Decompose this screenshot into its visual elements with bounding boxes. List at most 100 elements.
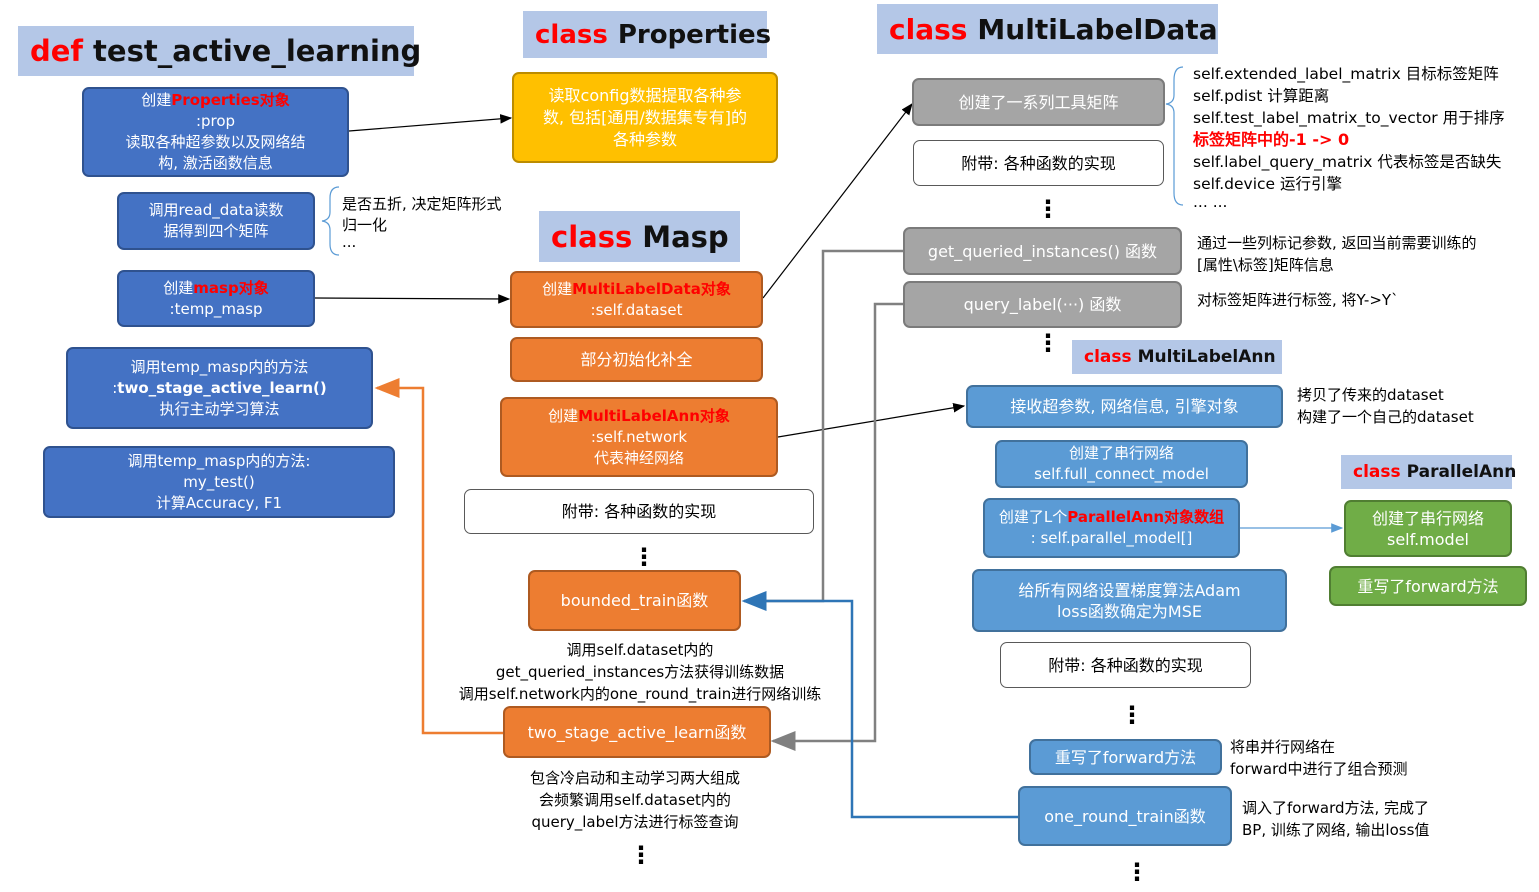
bounded-train-note: 调用self.dataset内的 get_queried_instances方法…	[458, 641, 822, 703]
header-title: test_active_learning	[93, 34, 422, 68]
forward-box: 重写了forward方法	[1029, 739, 1222, 775]
label: : self.parallel_model[]	[1030, 529, 1193, 547]
parallel-array-box: 创建了L个ParallelAnn对象数组 : self.parallel_mod…	[983, 498, 1240, 558]
label: 创建了L个	[998, 508, 1068, 526]
header-properties: class Properties	[523, 11, 771, 58]
brace-tools	[1165, 66, 1184, 206]
label: :prop	[195, 112, 236, 130]
mld-attach-box: 附带: 各种函数的实现	[913, 140, 1164, 186]
create-properties-box: 创建Properties对象 :prop 读取各种超参数以及网络结 构, 激活函…	[82, 87, 349, 177]
read-data-note: 是否五折, 决定矩阵形式 归一化 ...	[342, 195, 502, 251]
call-two-stage-box: 调用temp_masp内的方法 :two_stage_active_learn(…	[66, 347, 373, 429]
bounded-train-box: bounded_train函数	[528, 570, 741, 631]
header-keyword: class	[889, 12, 968, 46]
ellipsis-vertical: ⋮	[632, 543, 656, 571]
call-test-box: 调用temp_masp内的方法: my_test() 计算Accuracy, F…	[43, 446, 395, 518]
label: 附带: 各种函数的实现	[561, 502, 717, 521]
header-keyword: class	[1353, 462, 1401, 482]
read-data-box: 调用read_data读数 据得到四个矩阵	[117, 192, 315, 250]
label: 读取各种超参数以及网络结	[125, 133, 306, 151]
get-queried-box: get_queried_instances() 函数	[903, 227, 1182, 275]
query-label-note: 对标签矩阵进行标签, 将Y->Y`	[1197, 291, 1399, 309]
adam-box: 给所有网络设置梯度算法Adam loss函数确定为MSE	[972, 569, 1287, 632]
create-multilabeldata-box: 创建MultiLabelData对象 :self.dataset	[510, 271, 763, 328]
header-keyword: class	[535, 19, 608, 50]
label: :	[112, 378, 118, 397]
label: 调用temp_masp内的方法	[130, 357, 309, 376]
label: 代表神经网络	[593, 448, 684, 467]
label: 数, 包括[通用/数据集专有]的	[542, 107, 748, 127]
header-keyword: class	[1084, 347, 1132, 367]
label-red: ParallelAnn对象数组	[1067, 508, 1225, 526]
label: 调用temp_masp内的方法:	[127, 451, 311, 470]
mla-attach-box: 附带: 各种函数的实现	[1000, 642, 1251, 688]
create-masp-box: 创建masp对象 :temp_masp	[117, 270, 315, 327]
label: 附带: 各种函数的实现	[961, 153, 1116, 173]
header-parallelann: class ParallelAnn	[1341, 455, 1516, 489]
tool-matrices-note: self.extended_label_matrix 目标标签矩阵 self.p…	[1193, 65, 1505, 211]
label-red: Properties对象	[171, 91, 290, 109]
label: query_label(···) 函数	[963, 295, 1122, 314]
ellipsis-vertical: ⋮	[1036, 195, 1060, 223]
label: self.full_connect_model	[1034, 465, 1209, 483]
label: 创建	[548, 406, 579, 425]
masp-attach-box: 附带: 各种函数的实现	[464, 489, 814, 534]
label: 附带: 各种函数的实现	[1048, 655, 1203, 675]
label: 接收超参数, 网络信息, 引擎对象	[1010, 397, 1239, 416]
create-multilabelann-box: 创建MultiLabelAnn对象 :self.network 代表神经网络	[500, 397, 778, 477]
label: two_stage_active_learn函数	[527, 722, 747, 742]
label: 构, 激活函数信息	[158, 154, 273, 172]
label: one_round_train函数	[1044, 806, 1206, 826]
label: 创建了一系列工具矩阵	[958, 92, 1119, 112]
label: loss函数确定为MSE	[1057, 601, 1202, 621]
serial-network-box: 创建了串行网络 self.full_connect_model	[995, 440, 1248, 488]
header-masp: class Masp	[539, 211, 740, 262]
header-title: Properties	[617, 19, 772, 50]
receive-params-note: 拷贝了传来的dataset 构建了一个自己的dataset	[1297, 386, 1474, 426]
label: :self.dataset	[590, 300, 683, 319]
query-label-box: query_label(···) 函数	[903, 281, 1182, 328]
header-title: Masp	[642, 219, 729, 254]
arrow-prop-to-properties	[348, 114, 513, 132]
label: get_queried_instances() 函数	[927, 241, 1158, 261]
label-bold: two_stage_active_learn()	[117, 378, 327, 397]
header-keyword: class	[551, 219, 633, 254]
one-round-train-box: one_round_train函数	[1018, 786, 1232, 846]
ellipsis-vertical: ⋮	[629, 841, 653, 869]
header-test-active-learning: def test_active_learning	[18, 26, 421, 76]
label: 给所有网络设置梯度算法Adam	[1018, 580, 1241, 600]
arrow-query-label	[770, 302, 903, 751]
label: 重写了forward方法	[1357, 576, 1499, 596]
arrow-masp-to-masp-class	[314, 294, 511, 304]
header-title: ParallelAnn	[1406, 462, 1517, 482]
partial-init-box: 部分初始化补全	[510, 337, 763, 382]
two-stage-note: 包含冷启动和主动学习两大组成 会频繁调用self.dataset内的 query…	[529, 769, 740, 831]
label: 创建了串行网络	[1068, 444, 1174, 462]
label: :self.network	[590, 427, 688, 446]
label-red: masp对象	[193, 278, 269, 297]
header-title: MultiLabelData	[977, 12, 1218, 46]
brace-read-data	[321, 186, 340, 256]
properties-box: 读取config数据提取各种参 数, 包括[通用/数据集专有]的 各种参数	[512, 72, 778, 163]
header-title: MultiLabelAnn	[1137, 347, 1276, 367]
label-red: MultiLabelAnn对象	[578, 406, 730, 425]
pa-serial-box: 创建了串行网络 self.model	[1344, 500, 1512, 557]
ellipsis-vertical: ⋮	[1125, 858, 1149, 886]
label: 创建	[163, 278, 194, 297]
label: 各种参数	[612, 129, 677, 149]
label: 计算Accuracy, F1	[155, 493, 283, 512]
ellipsis-vertical: ⋮	[1036, 329, 1060, 357]
arrow-two-stage-call	[374, 378, 503, 735]
tool-matrices-box: 创建了一系列工具矩阵	[912, 78, 1165, 126]
header-keyword: def	[30, 34, 84, 68]
label: 创建	[141, 91, 172, 109]
label: 部分初始化补全	[580, 350, 693, 369]
label: 重写了forward方法	[1054, 747, 1197, 767]
arrow-one-round	[741, 591, 1018, 819]
header-multilabelann: class MultiLabelAnn	[1072, 340, 1282, 374]
label: bounded_train函数	[560, 591, 709, 610]
arrow-mla-create	[777, 403, 966, 438]
label: 创建	[542, 279, 573, 298]
two-stage-box: two_stage_active_learn函数	[503, 706, 771, 758]
